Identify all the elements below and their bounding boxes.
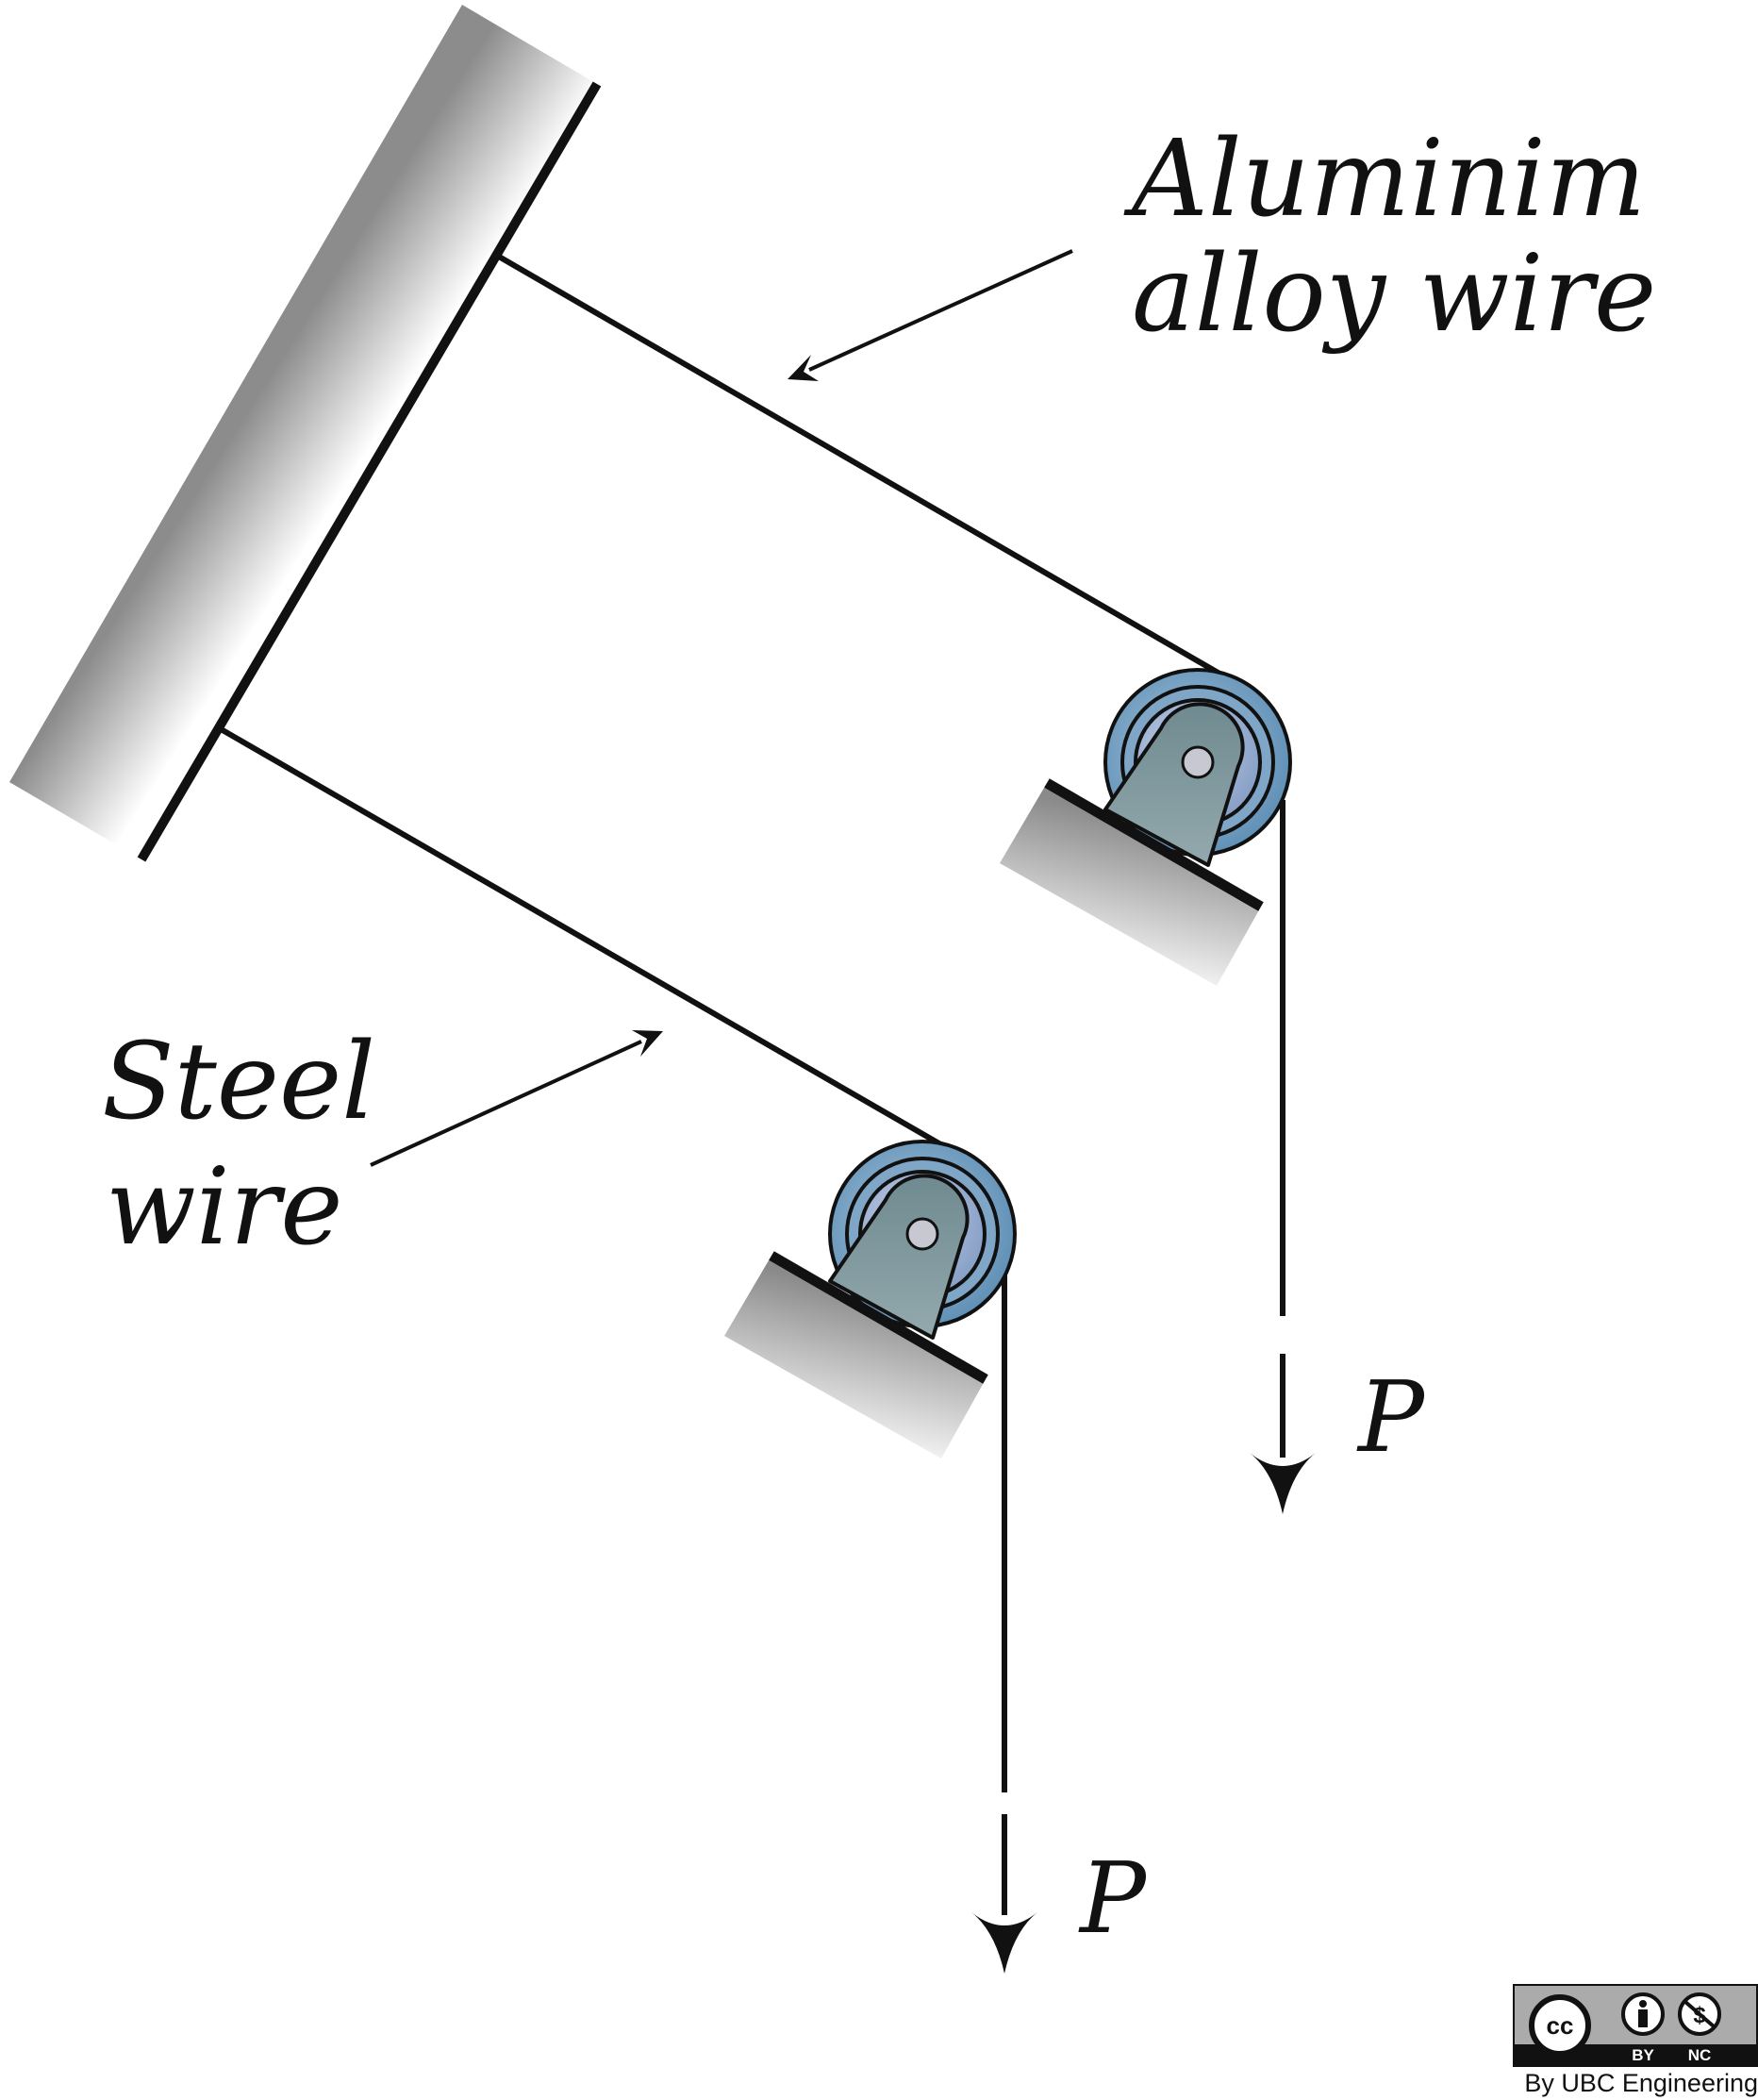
pulley-upper-base-shading	[1000, 783, 1261, 986]
pulley-upper-bracket	[1103, 702, 1245, 867]
cc-logo-icon	[1529, 1994, 1591, 2057]
pulley-upper-base-line	[1044, 778, 1264, 911]
wall-support	[9, 5, 602, 862]
load-arrow-lower	[971, 1814, 1037, 1974]
pulley-lower-pin	[905, 1217, 939, 1251]
pulley-upper-pin	[1181, 745, 1215, 779]
load-label-upper: P	[1356, 1359, 1426, 1475]
cc-license-badge: cc $ BY NC By UBC Engineering	[1513, 1984, 1758, 2100]
pulley-lower-bracket	[828, 1174, 970, 1340]
cc-logo-text: cc	[1547, 2011, 1574, 2040]
aluminum-leader-arrow	[788, 249, 1073, 381]
pulley-lower-base-line	[769, 1251, 988, 1384]
steel-leader-arrow	[370, 1030, 663, 1167]
load-label-lower: P	[1078, 1841, 1148, 1956]
steel-wire-label-line2: wire	[106, 1146, 343, 1269]
wall-hatch-shading	[9, 5, 597, 859]
steel-wire	[221, 727, 1007, 1792]
pulley-upper	[1000, 668, 1292, 986]
steel-wire-label-line1: Steel	[102, 1021, 375, 1143]
aluminum-wire-label-line2: alloy wire	[1132, 233, 1656, 356]
wall-face-line	[137, 81, 602, 862]
cc-by-label: BY	[1632, 2046, 1654, 2064]
load-arrow-upper	[1250, 1354, 1316, 1514]
aluminum-wire-label-line1: Aluminim	[1123, 118, 1646, 241]
pulley-lower	[724, 1140, 1017, 1458]
pulley-lower-base-shading	[724, 1256, 986, 1458]
cc-nc-label: NC	[1688, 2046, 1712, 2064]
aluminum-wire	[497, 254, 1285, 1316]
cc-credit-text: By UBC Engineering	[1524, 2069, 1758, 2097]
